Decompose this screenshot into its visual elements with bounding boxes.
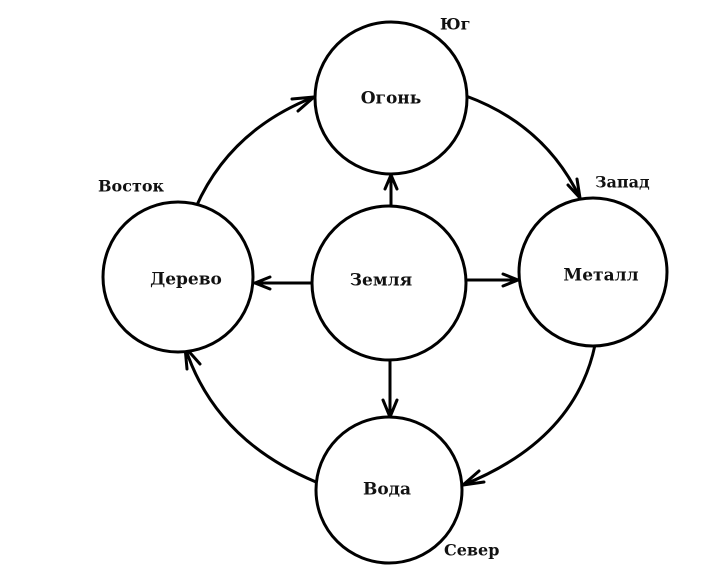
- node-water: Вода: [314, 415, 464, 565]
- edge-metal-water: [461, 343, 597, 487]
- node-wood-circle: [101, 200, 255, 354]
- node-earth-circle: [310, 204, 468, 362]
- node-metal-label: Металл: [563, 266, 638, 286]
- node-wood-label: Дерево: [150, 270, 222, 290]
- direction-label-east: Восток: [98, 177, 165, 196]
- node-wood: Дерево: [101, 200, 255, 354]
- direction-label-west: Запад: [595, 173, 650, 192]
- node-water-label: Вода: [363, 480, 411, 500]
- node-metal-circle: [517, 196, 669, 348]
- edge-wood-fire: [194, 95, 316, 209]
- edge-fire-metal: [464, 94, 582, 200]
- direction-label-north: Север: [444, 541, 499, 560]
- edge-water-wood: [183, 345, 318, 484]
- node-earth: Земля: [310, 204, 468, 362]
- direction-label-south: Юг: [440, 15, 470, 34]
- node-water-circle: [314, 415, 464, 565]
- node-metal: Металл: [517, 196, 669, 348]
- node-fire: Огонь: [313, 20, 469, 176]
- node-fire-circle: [313, 20, 469, 176]
- node-fire-label: Огонь: [361, 89, 422, 109]
- node-earth-label: Земля: [350, 271, 412, 291]
- arrowhead-earth-wood: [253, 275, 272, 291]
